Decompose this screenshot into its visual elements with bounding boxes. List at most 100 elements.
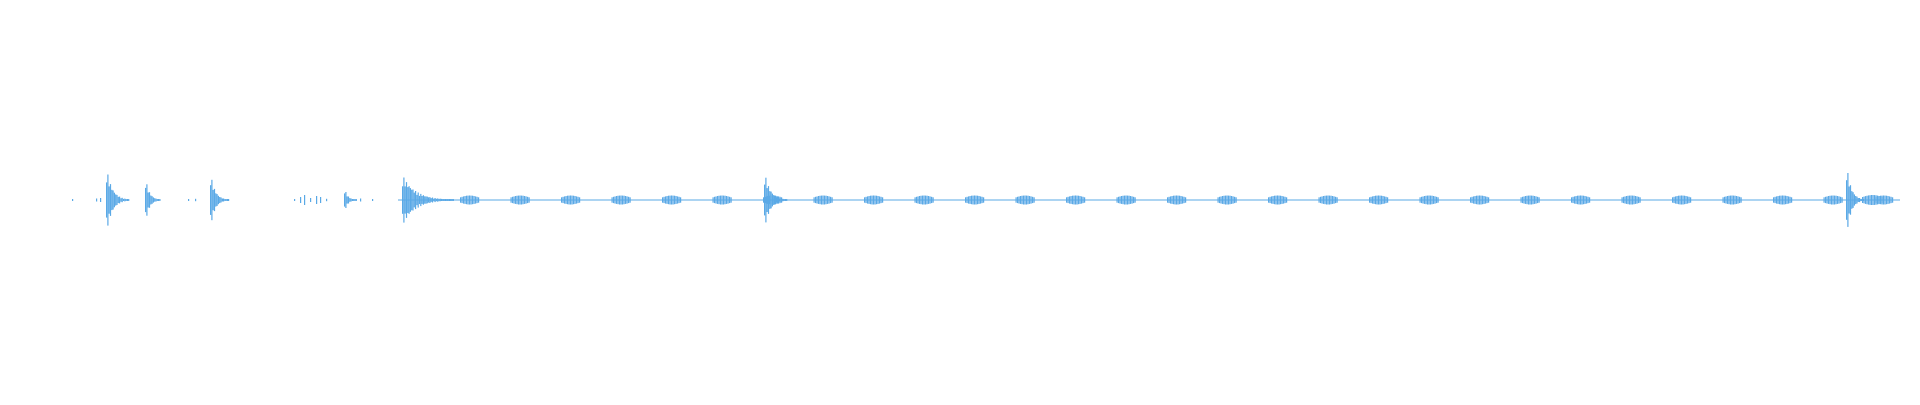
waveform-blob-bar bbox=[1032, 196, 1034, 204]
waveform-blob-bar bbox=[1577, 195, 1579, 205]
waveform-spike-bar bbox=[1849, 185, 1852, 215]
waveform-blob-bar bbox=[969, 196, 971, 204]
waveform-blob-bar bbox=[1580, 195, 1582, 205]
waveform-blob-bar bbox=[873, 195, 875, 205]
waveform-blob-bar bbox=[522, 195, 524, 205]
waveform-blob-bar bbox=[1082, 196, 1084, 204]
waveform-blob-bar bbox=[1373, 196, 1375, 204]
waveform-blob-bar bbox=[1228, 195, 1230, 205]
waveform-spike-bar bbox=[429, 197, 431, 203]
waveform-blob-bar bbox=[473, 196, 475, 204]
waveform-blob-bar bbox=[662, 197, 664, 203]
waveform-blob-bar bbox=[870, 195, 872, 205]
waveform-blob-bar bbox=[1731, 195, 1733, 205]
waveform-spike-bar bbox=[424, 196, 426, 204]
waveform-blob-bar bbox=[1428, 195, 1430, 205]
waveform-blob-bar bbox=[1430, 195, 1432, 205]
waveform-spike-bar bbox=[226, 199, 229, 201]
waveform-blob-bar bbox=[1125, 195, 1127, 205]
waveform-blob-bar bbox=[1774, 196, 1776, 204]
waveform-blob-bar bbox=[1333, 196, 1335, 204]
waveform-blob-bar bbox=[613, 196, 615, 204]
waveform-spike-bar bbox=[213, 188, 216, 212]
waveform-blob-bar bbox=[830, 196, 832, 204]
waveform-blob-bar bbox=[1121, 196, 1123, 204]
waveform-blob-bar bbox=[1226, 195, 1228, 205]
waveform-blob-bar bbox=[1483, 196, 1485, 204]
waveform-bar bbox=[188, 199, 190, 201]
waveform-spike-bar bbox=[210, 185, 212, 215]
waveform-blob-bar bbox=[819, 195, 821, 205]
waveform-spike-bar bbox=[1860, 199, 1862, 201]
waveform-bar bbox=[304, 195, 306, 205]
waveform-blob-bar bbox=[1269, 196, 1271, 204]
waveform-blob-bar bbox=[1030, 196, 1032, 204]
waveform-blob-bar bbox=[1725, 196, 1727, 204]
waveform-blob-bar bbox=[1431, 195, 1433, 205]
waveform-blob-bar bbox=[1688, 196, 1690, 204]
waveform-blob-bar bbox=[472, 195, 474, 205]
waveform-blob-bar bbox=[1379, 195, 1381, 205]
waveform-blob-bar bbox=[663, 196, 665, 204]
waveform-spike-bar bbox=[450, 199, 452, 201]
waveform-blob-bar bbox=[1838, 196, 1840, 204]
waveform-bars bbox=[72, 173, 1894, 227]
waveform-blob-bar bbox=[463, 196, 465, 204]
waveform-blob-bar bbox=[1626, 196, 1628, 204]
waveform-blob-bar bbox=[879, 196, 881, 204]
waveform-blob-bar bbox=[1375, 195, 1377, 205]
waveform-blob-bar bbox=[965, 197, 967, 203]
waveform-blob-bar bbox=[1183, 196, 1185, 204]
waveform-blob-bar bbox=[1673, 196, 1675, 204]
waveform-blob-bar bbox=[1581, 195, 1583, 205]
waveform-blob-bar bbox=[562, 196, 564, 204]
waveform-blob-bar bbox=[1479, 195, 1481, 205]
waveform-blob-bar bbox=[1122, 195, 1124, 205]
waveform-blob-bar bbox=[1232, 196, 1234, 204]
waveform-blob-bar bbox=[1535, 196, 1537, 204]
waveform-blob-bar bbox=[574, 196, 576, 204]
waveform-blob-bar bbox=[616, 196, 618, 204]
waveform-blob-bar bbox=[980, 196, 982, 204]
waveform-blob-bar bbox=[678, 196, 680, 204]
waveform-blob-bar bbox=[1520, 197, 1522, 203]
waveform-blob-bar bbox=[1886, 195, 1888, 205]
waveform-spike-bar bbox=[212, 189, 214, 211]
waveform-blob-bar bbox=[1134, 197, 1136, 203]
waveform-blob-bar bbox=[1020, 196, 1022, 204]
waveform-blob-bar bbox=[1865, 196, 1867, 204]
waveform-blob-bar bbox=[1079, 196, 1081, 204]
waveform-blob-bar bbox=[1171, 196, 1173, 204]
waveform-spike-bar bbox=[439, 198, 441, 202]
waveform-blob-bar bbox=[476, 196, 478, 204]
waveform-blob-bar bbox=[464, 196, 466, 204]
waveform-blob-bar bbox=[1537, 196, 1539, 204]
waveform-blob-bar bbox=[1728, 195, 1730, 205]
waveform-spike-bar bbox=[769, 191, 771, 209]
waveform-blob-bar bbox=[1424, 196, 1426, 204]
waveform-spike-bar bbox=[774, 195, 776, 205]
waveform-blob-bar bbox=[1574, 196, 1576, 204]
waveform-blob-bar bbox=[619, 195, 621, 205]
waveform-blob-bar bbox=[1578, 195, 1580, 205]
waveform-blob-bar bbox=[876, 195, 878, 205]
waveform-blob-bar bbox=[926, 195, 928, 205]
waveform-blob-bar bbox=[827, 196, 829, 204]
waveform-blob-bar bbox=[1789, 196, 1791, 204]
waveform-blob-bar bbox=[1736, 196, 1738, 204]
waveform-blob-bar bbox=[521, 195, 523, 205]
waveform-blob-bar bbox=[1525, 196, 1527, 204]
waveform-spike-bar bbox=[151, 196, 153, 204]
waveform-blob-bar bbox=[813, 197, 815, 203]
waveform-blob-bar bbox=[669, 195, 671, 205]
waveform-blob-bar bbox=[1840, 196, 1842, 204]
waveform-blob-bar bbox=[966, 196, 968, 204]
waveform-blob-bar bbox=[914, 197, 916, 203]
waveform-spike-bar bbox=[782, 198, 784, 202]
waveform-blob-bar bbox=[1782, 195, 1784, 205]
waveform-blob-bar bbox=[672, 195, 674, 205]
waveform-blob-bar bbox=[525, 196, 527, 204]
waveform-blob-bar bbox=[1177, 195, 1179, 205]
